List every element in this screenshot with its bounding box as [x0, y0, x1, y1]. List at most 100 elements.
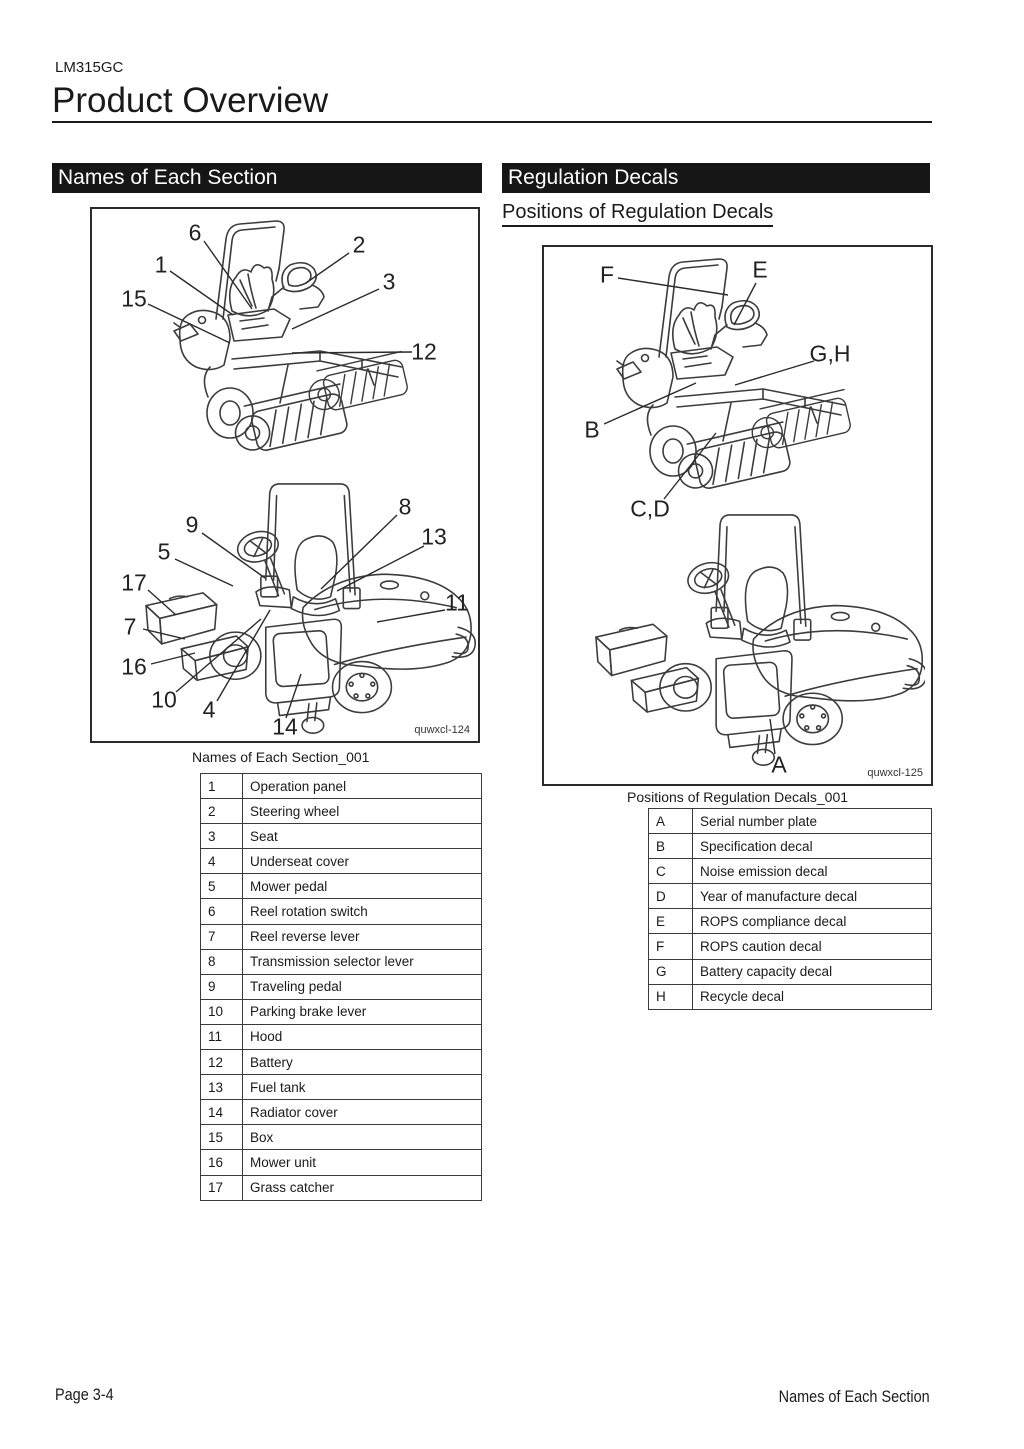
callout-label: 12: [411, 338, 437, 365]
table-caption-names: Names of Each Section_001: [192, 749, 370, 765]
model-code: LM315GC: [55, 59, 124, 76]
decal-letter-cell: A: [648, 807, 693, 835]
table-row: B Specification decal: [648, 833, 932, 860]
decal-letter-cell: H: [648, 983, 693, 1010]
footer-section-name: Names of Each Section: [778, 1387, 930, 1406]
table-caption-decals: Positions of Regulation Decals_001: [627, 789, 849, 805]
part-name-cell: Reel rotation switch: [242, 898, 482, 925]
table-row: 3 Seat: [200, 823, 482, 850]
callout-label: 14: [272, 713, 298, 740]
callout-label: 8: [398, 493, 412, 520]
mower-line-art: [142, 220, 477, 735]
table-row: 1 Operation panel: [200, 772, 482, 800]
part-name-cell: Transmission selector lever: [242, 948, 482, 975]
part-name-cell: Seat: [242, 823, 482, 850]
part-name-cell: Parking brake lever: [242, 998, 482, 1025]
part-name-cell: Grass catcher: [242, 1174, 482, 1201]
part-number-cell: 16: [200, 1149, 243, 1176]
part-number-cell: 6: [200, 898, 243, 925]
part-number-cell: 17: [200, 1174, 243, 1201]
table-row: 5 Mower pedal: [200, 873, 482, 900]
callout-label: 13: [421, 523, 447, 550]
part-number-cell: 4: [200, 848, 243, 875]
part-name-cell: Mower unit: [242, 1149, 482, 1176]
table-row: C Noise emission decal: [648, 858, 932, 885]
part-number-cell: 1: [200, 772, 243, 800]
part-name-cell: Battery: [242, 1049, 482, 1076]
part-number-cell: 14: [200, 1099, 243, 1126]
callout-label: F: [599, 261, 615, 288]
table-row: 15 Box: [200, 1124, 482, 1151]
decal-letter-cell: D: [648, 883, 693, 910]
callout-label: 10: [151, 686, 177, 713]
part-number-cell: 15: [200, 1124, 243, 1151]
callout-label: B: [584, 416, 600, 443]
table-row: 2 Steering wheel: [200, 798, 482, 825]
part-name-cell: Radiator cover: [242, 1099, 482, 1126]
part-name-cell: Box: [242, 1124, 482, 1151]
callout-label: E: [752, 256, 768, 283]
table-row: 17 Grass catcher: [200, 1174, 482, 1201]
footer-page-number: Page 3-4: [55, 1385, 114, 1404]
part-number-cell: 12: [200, 1049, 243, 1076]
part-number-cell: 10: [200, 998, 243, 1025]
callout-label: 16: [121, 653, 147, 680]
decal-name-cell: Noise emission decal: [692, 858, 932, 885]
callout-label: 2: [352, 231, 366, 258]
part-number-cell: 5: [200, 873, 243, 900]
part-name-cell: Hood: [242, 1023, 482, 1051]
callout-label: 15: [121, 285, 147, 312]
table-row: 14 Radiator cover: [200, 1099, 482, 1126]
callout-label: C,D: [630, 495, 670, 522]
part-name-cell: Steering wheel: [242, 798, 482, 825]
part-number-cell: 2: [200, 798, 243, 825]
table-row: 10 Parking brake lever: [200, 998, 482, 1025]
table-row: H Recycle decal: [648, 983, 932, 1010]
decal-name-cell: Serial number plate: [692, 807, 932, 835]
decals-table: A Serial number plate B Specification de…: [648, 807, 932, 1010]
decal-name-cell: Battery capacity decal: [692, 958, 932, 985]
decal-letter-cell: F: [648, 933, 693, 960]
part-name-cell: Traveling pedal: [242, 973, 482, 1000]
table-row: E ROPS compliance decal: [648, 908, 932, 935]
callout-label: 3: [382, 268, 396, 295]
decal-letter-cell: G: [648, 958, 693, 985]
part-name-cell: Reel reverse lever: [242, 923, 482, 950]
table-row: 11 Hood: [200, 1023, 482, 1051]
table-row: G Battery capacity decal: [648, 958, 932, 985]
part-name-cell: Mower pedal: [242, 873, 482, 900]
table-row: 7 Reel reverse lever: [200, 923, 482, 950]
figure-code: quwxcl-124: [414, 724, 470, 736]
callout-label: 4: [202, 696, 216, 723]
decal-name-cell: Year of manufacture decal: [692, 883, 932, 910]
table-row: 13 Fuel tank: [200, 1074, 482, 1101]
part-name-cell: Operation panel: [242, 772, 482, 800]
decal-letter-cell: C: [648, 858, 693, 885]
figure-regulation-decals: quwxcl-125 F E G,H B C,D A: [542, 245, 933, 786]
callout-label: 9: [185, 511, 199, 538]
decal-letter-cell: B: [648, 833, 693, 860]
part-number-cell: 11: [200, 1023, 243, 1051]
table-row: A Serial number plate: [648, 807, 932, 835]
callout-label: 6: [188, 219, 202, 246]
part-number-cell: 13: [200, 1074, 243, 1101]
table-row: F ROPS caution decal: [648, 933, 932, 960]
table-row: 9 Traveling pedal: [200, 973, 482, 1000]
callout-label: A: [771, 751, 787, 778]
callout-label: 1: [154, 251, 168, 278]
part-name-cell: Fuel tank: [242, 1074, 482, 1101]
figure-code: quwxcl-125: [867, 767, 923, 779]
callout-label: G,H: [809, 340, 851, 367]
callout-label: 17: [121, 569, 147, 596]
decal-name-cell: ROPS compliance decal: [692, 908, 932, 935]
subheading-decal-positions: Positions of Regulation Decals: [502, 201, 774, 227]
part-number-cell: 8: [200, 948, 243, 975]
decal-letter-cell: E: [648, 908, 693, 935]
table-row: 16 Mower unit: [200, 1149, 482, 1176]
part-name-cell: Underseat cover: [242, 848, 482, 875]
callout-label: 5: [157, 538, 171, 565]
mower-line-art: [595, 258, 925, 766]
callout-label: 7: [123, 613, 137, 640]
